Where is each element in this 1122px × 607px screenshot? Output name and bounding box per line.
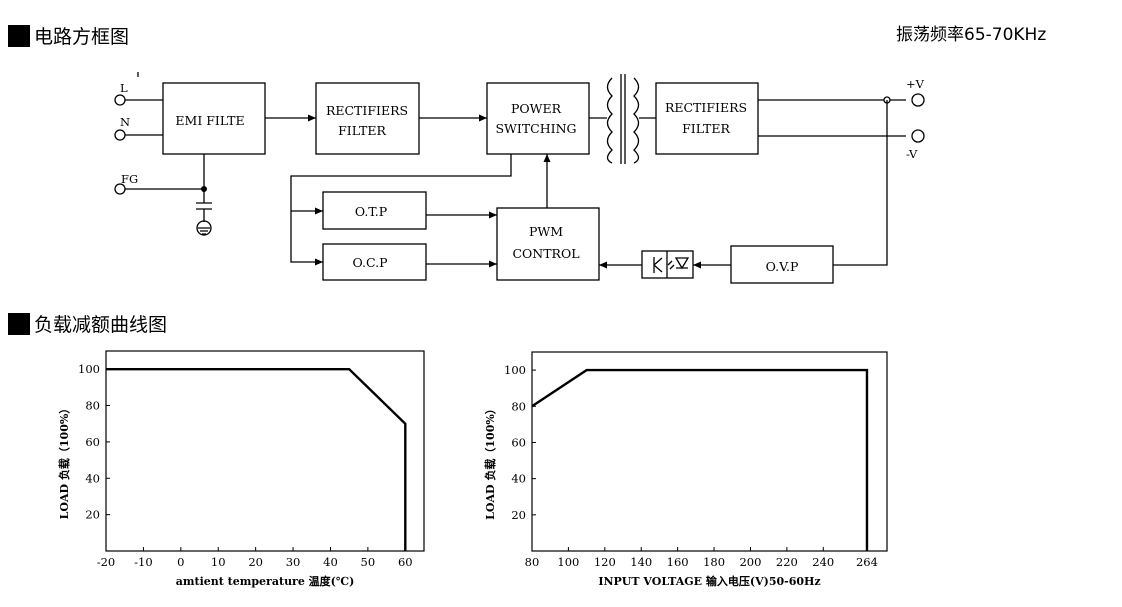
arrow-icon — [315, 207, 323, 215]
terminal-fg-label: FG — [121, 172, 138, 186]
ground-icon — [196, 220, 212, 236]
derating-section-title: 负载减额曲线图 — [8, 310, 167, 337]
x-tick-label: 200 — [739, 555, 761, 569]
x-axis-label: amtient temperature 温度(℃) — [176, 574, 355, 588]
terminal-n-label: N — [120, 115, 130, 129]
x-tick-label: 0 — [177, 555, 184, 569]
terminal-minus-v — [911, 129, 925, 143]
y-tick-label: 80 — [85, 399, 100, 413]
otp-label: O.T.P — [355, 204, 387, 219]
terminal-plus-v-label: +V — [906, 77, 925, 91]
x-tick-label: 180 — [703, 555, 725, 569]
arrow-icon — [315, 258, 323, 266]
transformer-secondary-coil — [633, 77, 640, 164]
x-tick-label: 10 — [211, 555, 226, 569]
y-tick-label: 80 — [511, 399, 526, 413]
rectifiers-filter-out-label-2: FILTER — [682, 121, 730, 136]
rectifiers-filter-in-label-1: RECTIFIERS — [326, 103, 408, 118]
emi-filter-block — [162, 82, 266, 155]
x-tick-label: 30 — [286, 555, 301, 569]
chart-frame — [531, 351, 888, 552]
black-square-icon — [8, 312, 30, 335]
arrow-icon — [693, 261, 701, 269]
x-axis-label: INPUT VOLTAGE 输入电压(V)50-60Hz — [598, 574, 820, 588]
wire-protection-to-pwm — [426, 214, 497, 265]
x-tick-label: 120 — [594, 555, 616, 569]
y-axis-label: LOAD 负载（100%） — [483, 403, 497, 520]
terminal-minus-v-label: -V — [906, 147, 918, 161]
x-tick-label: 60 — [398, 555, 413, 569]
terminal-plus-v — [911, 93, 925, 107]
oscillation-frequency: 振荡频率65-70KHz — [896, 25, 1047, 45]
y-tick-label: 40 — [511, 472, 526, 486]
block-diagram-title: 电路方框图 — [34, 26, 130, 48]
x-tick-label: 20 — [248, 555, 263, 569]
arrow-icon — [599, 261, 607, 269]
led-icon — [667, 257, 690, 270]
wire-output-to-ovp — [833, 100, 888, 266]
derating-curve — [531, 368, 869, 551]
arrow-icon — [479, 114, 487, 122]
y-tick-label: 100 — [504, 363, 526, 377]
ovp-label: O.V.P — [766, 259, 799, 274]
y-axis-label: LOAD 负载（100%） — [57, 403, 71, 520]
transformer-primary-coil — [606, 77, 613, 164]
pwm-control-label-1: PWM — [529, 224, 563, 239]
rectifiers-filter-in-label-2: FILTER — [338, 123, 386, 138]
y-tick-label: 40 — [85, 471, 100, 485]
arrow-icon — [543, 154, 551, 162]
x-tick-label: 220 — [776, 555, 798, 569]
rectifiers-filter-out-label-1: RECTIFIERS — [665, 100, 747, 115]
ocp-label: O.C.P — [353, 255, 388, 270]
ground-lines — [198, 227, 210, 235]
x-tick-label: 40 — [323, 555, 338, 569]
x-tick-label: -20 — [97, 555, 116, 569]
arrow-icon — [308, 114, 316, 122]
ovp-block — [730, 245, 834, 284]
block-diagram-section-title: 电路方框图 — [8, 22, 129, 49]
arrow-icon — [489, 260, 497, 268]
terminal-l-label: L — [120, 81, 128, 95]
arrow-icon — [489, 211, 497, 219]
x-tick-label: 80 — [525, 555, 540, 569]
emi-filter-label: EMI FILTE — [175, 113, 244, 128]
rectifiers-filter-in-block — [315, 82, 420, 155]
y-tick-label: 20 — [511, 508, 526, 522]
derating-title: 负载减额曲线图 — [34, 314, 168, 336]
power-switching-label-1: POWER — [511, 101, 562, 116]
power-switching-block — [486, 82, 590, 155]
black-square-icon — [8, 24, 30, 47]
y-tick-label: 100 — [78, 362, 100, 376]
y-tick-label: 20 — [85, 508, 100, 522]
power-switching-label-2: SWITCHING — [495, 121, 576, 136]
phototransistor-icon — [653, 257, 663, 273]
x-tick-label: 140 — [630, 555, 652, 569]
y-capacitor-symbol — [196, 189, 212, 222]
pwm-control-label-2: CONTROL — [512, 246, 579, 261]
x-tick-label: 240 — [812, 555, 834, 569]
chart-frame — [105, 350, 425, 552]
x-tick-label: -10 — [134, 555, 153, 569]
output-wires — [758, 99, 906, 137]
y-tick-label: 60 — [511, 435, 526, 449]
y-tick-label: 60 — [85, 435, 100, 449]
x-tick-label: 264 — [856, 555, 878, 569]
x-tick-label: 160 — [667, 555, 689, 569]
derating-curve — [106, 367, 407, 551]
x-tick-label: 50 — [361, 555, 376, 569]
pwm-control-block — [496, 207, 600, 281]
x-tick-label: 100 — [557, 555, 579, 569]
